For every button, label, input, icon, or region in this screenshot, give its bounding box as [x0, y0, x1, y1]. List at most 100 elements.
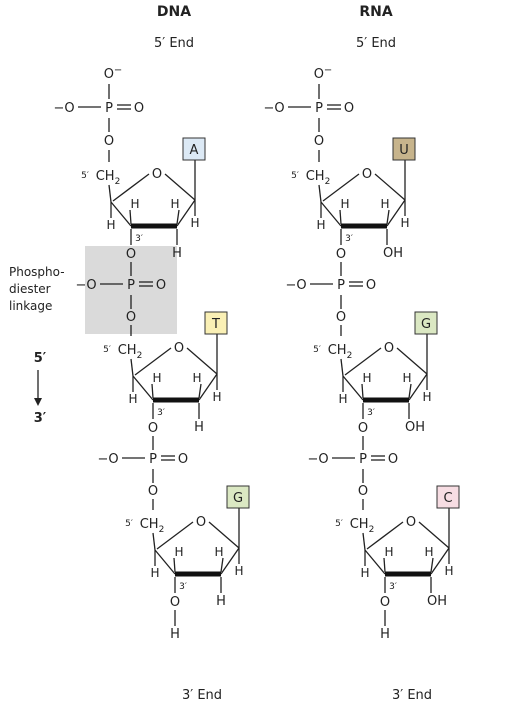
dna-nuc-2-c3-h: H — [152, 371, 161, 385]
rna-nuc-2-5prime-label: 5′ — [313, 345, 321, 355]
dna-nuc-3-c4-h: H — [150, 566, 159, 580]
rna-nuc-2-c3-h-bond — [361, 383, 364, 399]
dna-nuc-2-c4-h: H — [128, 392, 137, 406]
dna-nuc-3-c1-h: H — [234, 564, 243, 578]
rna-p2-ester-o: O — [336, 310, 346, 325]
dna-phosphate-2-phosphorus: P — [127, 278, 135, 293]
dna-nuc-1-ch2-c4-bond — [108, 184, 112, 203]
rna-nuc-1-o4-c1-bond — [374, 173, 406, 201]
rna-nuc-1-c1-h: H — [400, 216, 409, 230]
rna-p3-ester-o: O — [358, 484, 368, 499]
rna-nuc-1-c2-h-bond — [386, 209, 390, 225]
rna-nuc-3-c2-h: H — [424, 545, 433, 559]
rna-nuc-3-terminal-h: H — [380, 627, 390, 642]
rna-nuc-1-c4-o4-bond — [322, 173, 360, 202]
dna-nuc-2-ring-oxygen: O — [174, 341, 184, 356]
dna-nuc-3-terminal-h: H — [170, 627, 180, 642]
dna-nuc-1-5prime-label: 5′ — [81, 171, 89, 181]
rna-nuc-2-c4-h: H — [338, 392, 347, 406]
rna-nuc-3-c4-c3-bond — [364, 549, 386, 575]
dna-nuc-1-c2-h-bond — [176, 209, 180, 225]
rna-nuc-1-c1-c2-bond — [386, 199, 406, 227]
dna-nuc-3-c3-h: H — [174, 545, 183, 559]
dna-nuc-3-ch2: CH2 — [140, 517, 165, 535]
dna-phosphate-3-phosphorus: P — [149, 452, 157, 467]
rna-nuc-2-3prime-oxygen: O — [358, 421, 368, 436]
rna-nuc-1-ch2: CH2 — [306, 169, 331, 187]
rna-5prime-end: 5′ End — [356, 36, 396, 51]
dna-nuc-3-ch2-c4-bond — [152, 532, 156, 551]
rna-nuc-2-c1-c2-bond — [408, 373, 428, 401]
rna-3prime-end: 3′ End — [392, 688, 432, 703]
dna-nuc-2-c3-h-bond — [151, 383, 154, 399]
dna-nuc-3-ring-oxygen: O — [196, 515, 206, 530]
rna-phosphate-2-minus-o: −O — [285, 278, 306, 293]
rna-nuc-2-c2-h-bond — [408, 383, 412, 399]
rna-nuc-1-c3-h: H — [340, 197, 349, 211]
dna-nuc-2-3prime-oxygen: O — [148, 421, 158, 436]
dna-nuc-3-base-box — [226, 485, 250, 509]
rna-phosphate-1-double-o: O — [344, 101, 354, 116]
dna-nuc-1-3prime-oxygen: O — [126, 247, 136, 262]
dna-nuc-2-ch2-c4-bond — [130, 358, 134, 377]
rna-top-o-minus: O− — [314, 65, 333, 82]
rna-nuc-3-c1-c2-bond — [430, 547, 450, 575]
dna-nuc-1-c2-h: H — [170, 197, 179, 211]
dna-nuc-1-c1-c2-bond — [176, 199, 196, 227]
rna-nuc-3-c4-h: H — [360, 566, 369, 580]
rna-nuc-3-5prime-label: 5′ — [335, 519, 343, 529]
rna-nuc-1-ch2-c4-bond — [318, 184, 322, 203]
rna-nuc-1-ring-oxygen: O — [362, 167, 372, 182]
dna-nuc-1-ring-oxygen: O — [152, 167, 162, 182]
rna-nuc-3-c3-h-bond — [383, 557, 386, 573]
rna-nuc-2-c4-c3-bond — [342, 375, 364, 401]
dna-nuc-1-base-box — [182, 137, 206, 161]
rna-nuc-1-c4-c3-bond — [320, 201, 342, 227]
dna-p3-ester-o: O — [148, 484, 158, 499]
rna-nuc-1-3prime-label: 3′ — [345, 234, 353, 244]
dna-nuc-3-c2-h-bond — [220, 557, 224, 573]
rna-nuc-2-2prime-substituent: OH — [405, 420, 425, 435]
dna-nuc-1-c1-h: H — [190, 216, 199, 230]
dna-nuc-1-c3-h: H — [130, 197, 139, 211]
rna-nuc-1-base-box — [392, 137, 416, 161]
dna-p1-ester-o: O — [104, 134, 114, 149]
dna-nuc-1-2prime-substituent: H — [172, 246, 182, 261]
rna-phosphate-1-phosphorus: P — [315, 101, 323, 116]
rna-nuc-1-c2-h: H — [380, 197, 389, 211]
dna-nuc-2-o4-c1-bond — [186, 347, 218, 375]
dna-nuc-2-c4-o4-bond — [134, 347, 172, 376]
rna-p1-ester-o: O — [314, 134, 324, 149]
dna-nuc-2-ch2: CH2 — [118, 343, 143, 361]
rna-nuc-2-o4-c1-bond — [396, 347, 428, 375]
rna-phosphate-2-double-o: O — [366, 278, 376, 293]
dna-nuc-1-c4-c3-bond — [110, 201, 132, 227]
rna-nuc-2-c1-h: H — [422, 390, 431, 404]
dna-nuc-1-o4-c1-bond — [164, 173, 196, 201]
phosphodiester-label-line-3: linkage — [9, 299, 52, 313]
dna-nuc-2-c4-c3-bond — [132, 375, 154, 401]
dna-phosphate-2-double-o: O — [156, 278, 166, 293]
dna-nuc-1-3prime-label: 3′ — [135, 234, 143, 244]
dna-nuc-2-3prime-label: 3′ — [157, 408, 165, 418]
dna-nuc-3-c1-c2-bond — [220, 547, 240, 575]
dna-nuc-3-c3-h-bond — [173, 557, 176, 573]
dna-nuc-2-c1-h: H — [212, 390, 221, 404]
rna-phosphate-3-minus-o: −O — [307, 452, 328, 467]
dna-nuc-2-5prime-label: 5′ — [103, 345, 111, 355]
rna-nuc-3-c1-h: H — [444, 564, 453, 578]
dna-nuc-3-c4-o4-bond — [156, 521, 194, 550]
rna-phosphate-3-phosphorus: P — [359, 452, 367, 467]
rna-nuc-3-c2-h-bond — [430, 557, 434, 573]
rna-nuc-3-ch2-c4-bond — [362, 532, 366, 551]
rna-nuc-2-c2-h: H — [402, 371, 411, 385]
dna-nuc-3-c4-c3-bond — [154, 549, 176, 575]
dna-nuc-3-base-label: G — [233, 491, 243, 506]
dna-p2-ester-o: O — [126, 310, 136, 325]
rna-nuc-2-base-box — [414, 311, 438, 335]
dna-nuc-3-3prime-label: 3′ — [179, 582, 187, 592]
rna-nuc-3-ch2: CH2 — [350, 517, 375, 535]
